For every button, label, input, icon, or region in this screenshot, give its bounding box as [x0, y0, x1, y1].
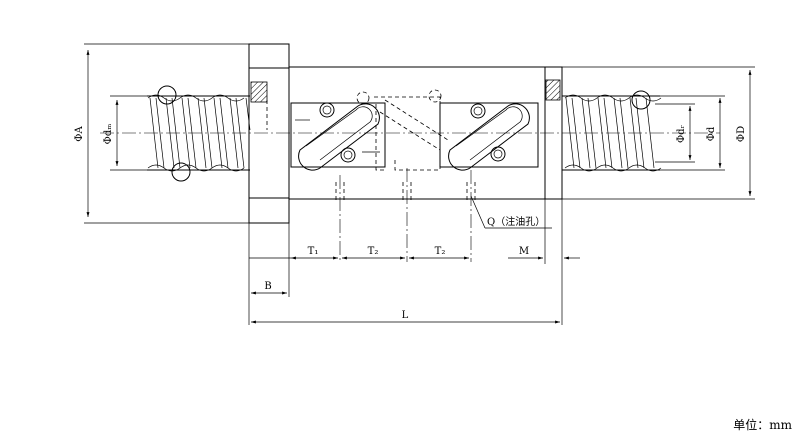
- dim-phiD: ΦD: [736, 70, 752, 196]
- label-T2a: T₂: [368, 246, 379, 257]
- label-T2b: T₂: [435, 246, 446, 257]
- dim-phiDr: Φdᵣ: [676, 106, 692, 160]
- dim-T2a: T₂: [342, 246, 405, 260]
- dim-T2b: T₂: [409, 246, 469, 260]
- return-tube-right: [439, 102, 539, 171]
- label-phiA: ΦA: [74, 126, 85, 142]
- label-M: M: [519, 246, 529, 257]
- nut-body: [289, 66, 563, 200]
- dim-B: B: [251, 281, 287, 295]
- dim-phiA: ΦA: [74, 50, 90, 217]
- label-B: B: [264, 281, 271, 292]
- screw-thread-right: [562, 90, 662, 172]
- dim-M: M: [508, 246, 580, 260]
- dim-T1: T₁: [291, 246, 338, 260]
- dim-phid: Φd: [706, 98, 722, 168]
- label-phiDr: Φdᵣ: [676, 125, 687, 143]
- dim-phiDm: Φdₘ: [103, 100, 119, 166]
- label-phid: Φd: [706, 126, 717, 141]
- label-L: L: [402, 310, 409, 321]
- label-T1: T₁: [308, 246, 319, 257]
- oil-hole-callout: Q（注油孔）: [470, 195, 552, 229]
- label-phiDm: Φdₘ: [103, 124, 114, 145]
- oil-holes: [335, 168, 476, 262]
- dim-L: L: [251, 310, 560, 324]
- label-Q: Q（注油孔）: [487, 215, 545, 228]
- label-phiD: ΦD: [736, 126, 747, 142]
- screw-thread-left: [147, 85, 251, 182]
- return-tube-left: [290, 102, 386, 171]
- extension-lines: [84, 43, 755, 325]
- unit-note: 单位：mm: [733, 418, 792, 432]
- hidden-middle-tube: [356, 89, 449, 171]
- flange: [248, 43, 290, 224]
